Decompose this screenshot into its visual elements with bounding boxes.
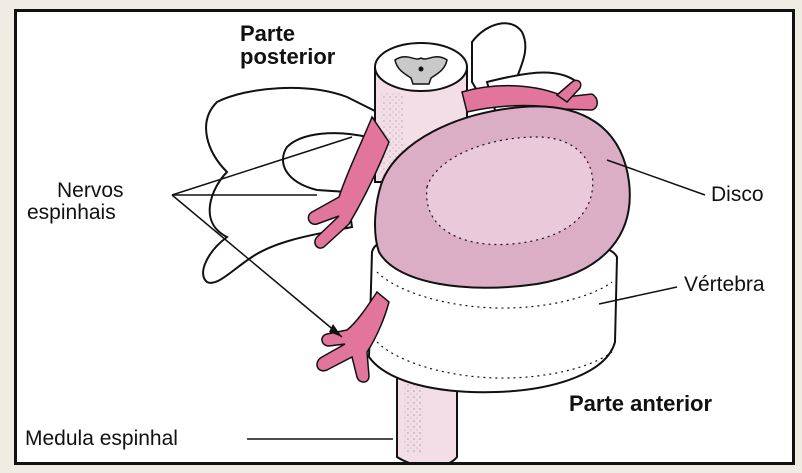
diagram-frame: Parte posterior Nervos espinhais Disco V… [14,9,795,465]
label-vertebra: Vértebra [684,274,765,296]
label-anterior: Parte anterior [569,392,712,415]
label-nervos-espinhais: Nervos espinhais [27,180,124,224]
label-posterior: Parte posterior [240,22,335,68]
label-disco: Disco [711,184,764,206]
label-medula-espinhal: Medula espinhal [25,428,178,450]
